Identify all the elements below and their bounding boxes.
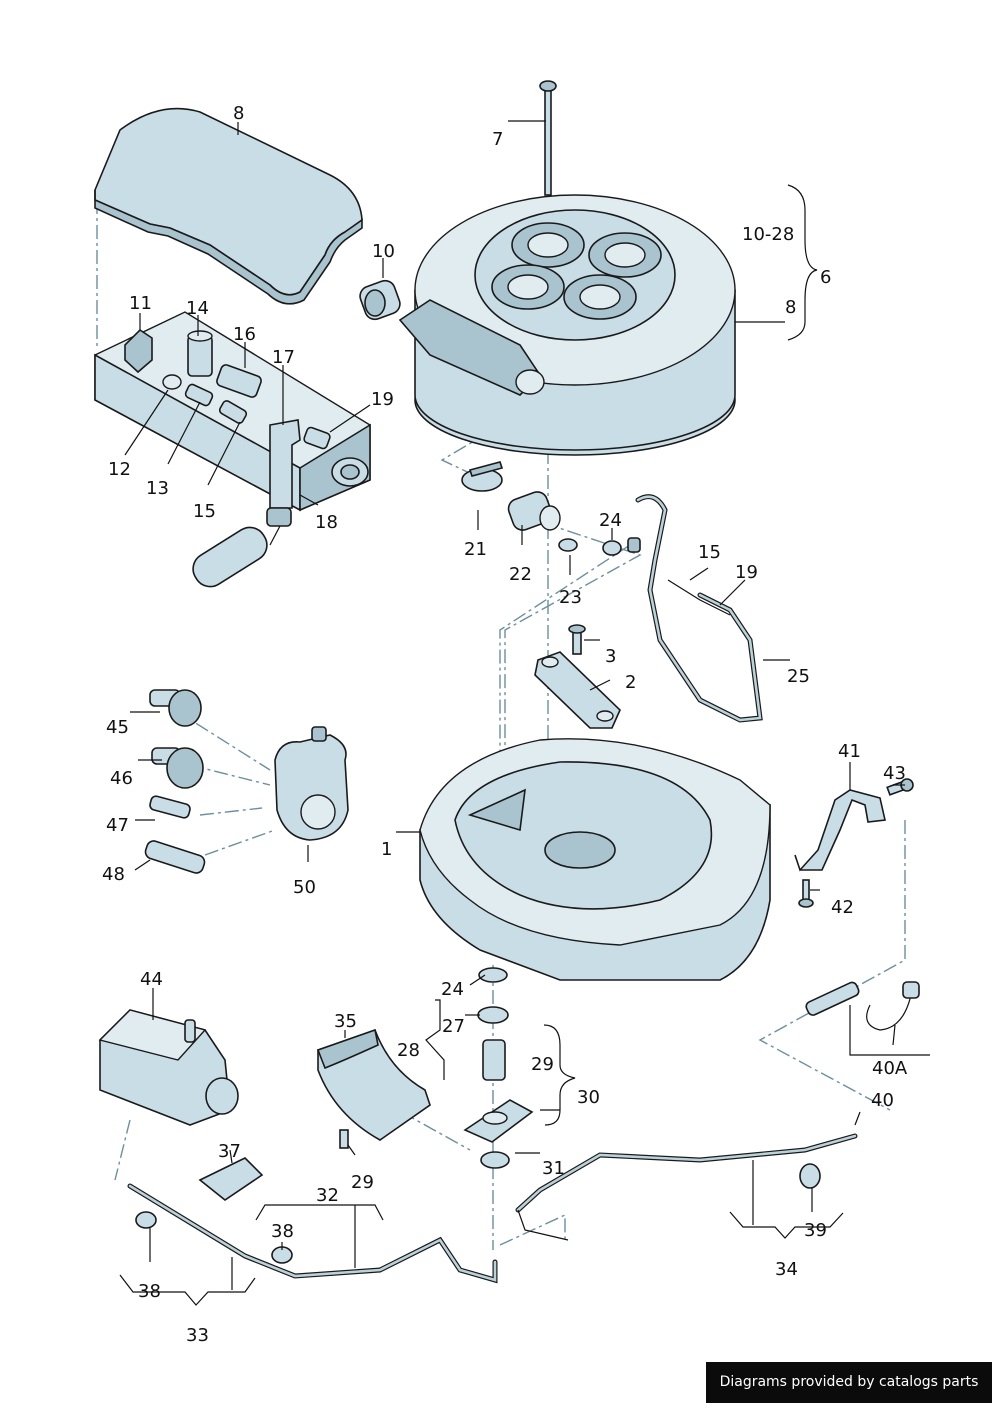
label-7: 7 bbox=[492, 129, 503, 150]
label-30: 30 bbox=[577, 1087, 600, 1108]
label-10: 10 bbox=[372, 241, 395, 262]
label-12: 12 bbox=[108, 459, 131, 480]
label-16: 16 bbox=[233, 324, 256, 345]
label-43: 43 bbox=[883, 763, 906, 784]
label-21: 21 bbox=[464, 539, 487, 560]
bracket-part-41 bbox=[794, 778, 914, 908]
label-50: 50 bbox=[293, 877, 316, 898]
label-11: 11 bbox=[129, 293, 152, 314]
label-31: 31 bbox=[542, 1158, 565, 1179]
hose-lines bbox=[127, 1133, 858, 1284]
label-45: 45 bbox=[106, 717, 129, 738]
valve-part-40 bbox=[805, 981, 920, 1031]
label-13: 13 bbox=[146, 478, 169, 499]
label-40: 40 bbox=[871, 1090, 894, 1111]
label-37: 37 bbox=[218, 1141, 241, 1162]
label-8-cover: 8 bbox=[233, 103, 244, 124]
label-32: 32 bbox=[316, 1185, 339, 1206]
label-10-28: 10-28 bbox=[742, 224, 794, 245]
shell-part-35 bbox=[135, 1028, 821, 1264]
label-38-left: 38 bbox=[138, 1281, 161, 1302]
cover-part-8 bbox=[94, 107, 363, 305]
label-8-reel: 8 bbox=[785, 297, 796, 318]
label-41: 41 bbox=[838, 741, 861, 762]
leader-lines bbox=[119, 120, 930, 1306]
label-23: 23 bbox=[559, 587, 582, 608]
tray-components bbox=[124, 328, 331, 588]
label-38-mid: 38 bbox=[271, 1221, 294, 1242]
label-27: 27 bbox=[442, 1016, 465, 1037]
label-14: 14 bbox=[186, 298, 209, 319]
unit-part-44 bbox=[98, 1009, 239, 1126]
credit-banner: Diagrams provided by catalogs parts bbox=[706, 1362, 992, 1403]
label-29-screw: 29 bbox=[351, 1172, 374, 1193]
label-15-hose: 15 bbox=[698, 542, 721, 563]
hose-fittings bbox=[461, 461, 641, 556]
label-48: 48 bbox=[102, 864, 125, 885]
label-17: 17 bbox=[272, 347, 295, 368]
label-1: 1 bbox=[381, 839, 392, 860]
label-2: 2 bbox=[625, 672, 636, 693]
label-24-bottom: 24 bbox=[441, 979, 464, 1000]
label-44: 44 bbox=[140, 969, 163, 990]
part-labels: 1 2 3 6 7 8 8 10 10-28 11 12 13 14 15 15… bbox=[102, 103, 908, 1346]
label-18: 18 bbox=[315, 512, 338, 533]
label-19-hose: 19 bbox=[735, 562, 758, 583]
label-29-stack: 29 bbox=[531, 1054, 554, 1075]
label-3: 3 bbox=[605, 646, 616, 667]
label-33: 33 bbox=[186, 1325, 209, 1346]
label-15-tray: 15 bbox=[193, 501, 216, 522]
label-47: 47 bbox=[106, 815, 129, 836]
label-34: 34 bbox=[775, 1259, 798, 1280]
wheel-well-part-1 bbox=[419, 738, 771, 981]
label-46: 46 bbox=[110, 768, 133, 789]
hose-part-25 bbox=[635, 494, 763, 723]
reel-assembly-part-6 bbox=[359, 80, 736, 456]
label-24-top: 24 bbox=[599, 510, 622, 531]
label-42: 42 bbox=[831, 897, 854, 918]
label-19-tray: 19 bbox=[371, 389, 394, 410]
label-35: 35 bbox=[334, 1011, 357, 1032]
label-25: 25 bbox=[787, 666, 810, 687]
label-22: 22 bbox=[509, 564, 532, 585]
label-28: 28 bbox=[397, 1040, 420, 1061]
label-6: 6 bbox=[820, 267, 831, 288]
label-39: 39 bbox=[804, 1220, 827, 1241]
bracket-part-2 bbox=[534, 624, 621, 729]
center-bolt-stack bbox=[463, 967, 534, 1169]
compressor-kit bbox=[144, 689, 349, 874]
label-40a: 40A bbox=[872, 1058, 908, 1079]
